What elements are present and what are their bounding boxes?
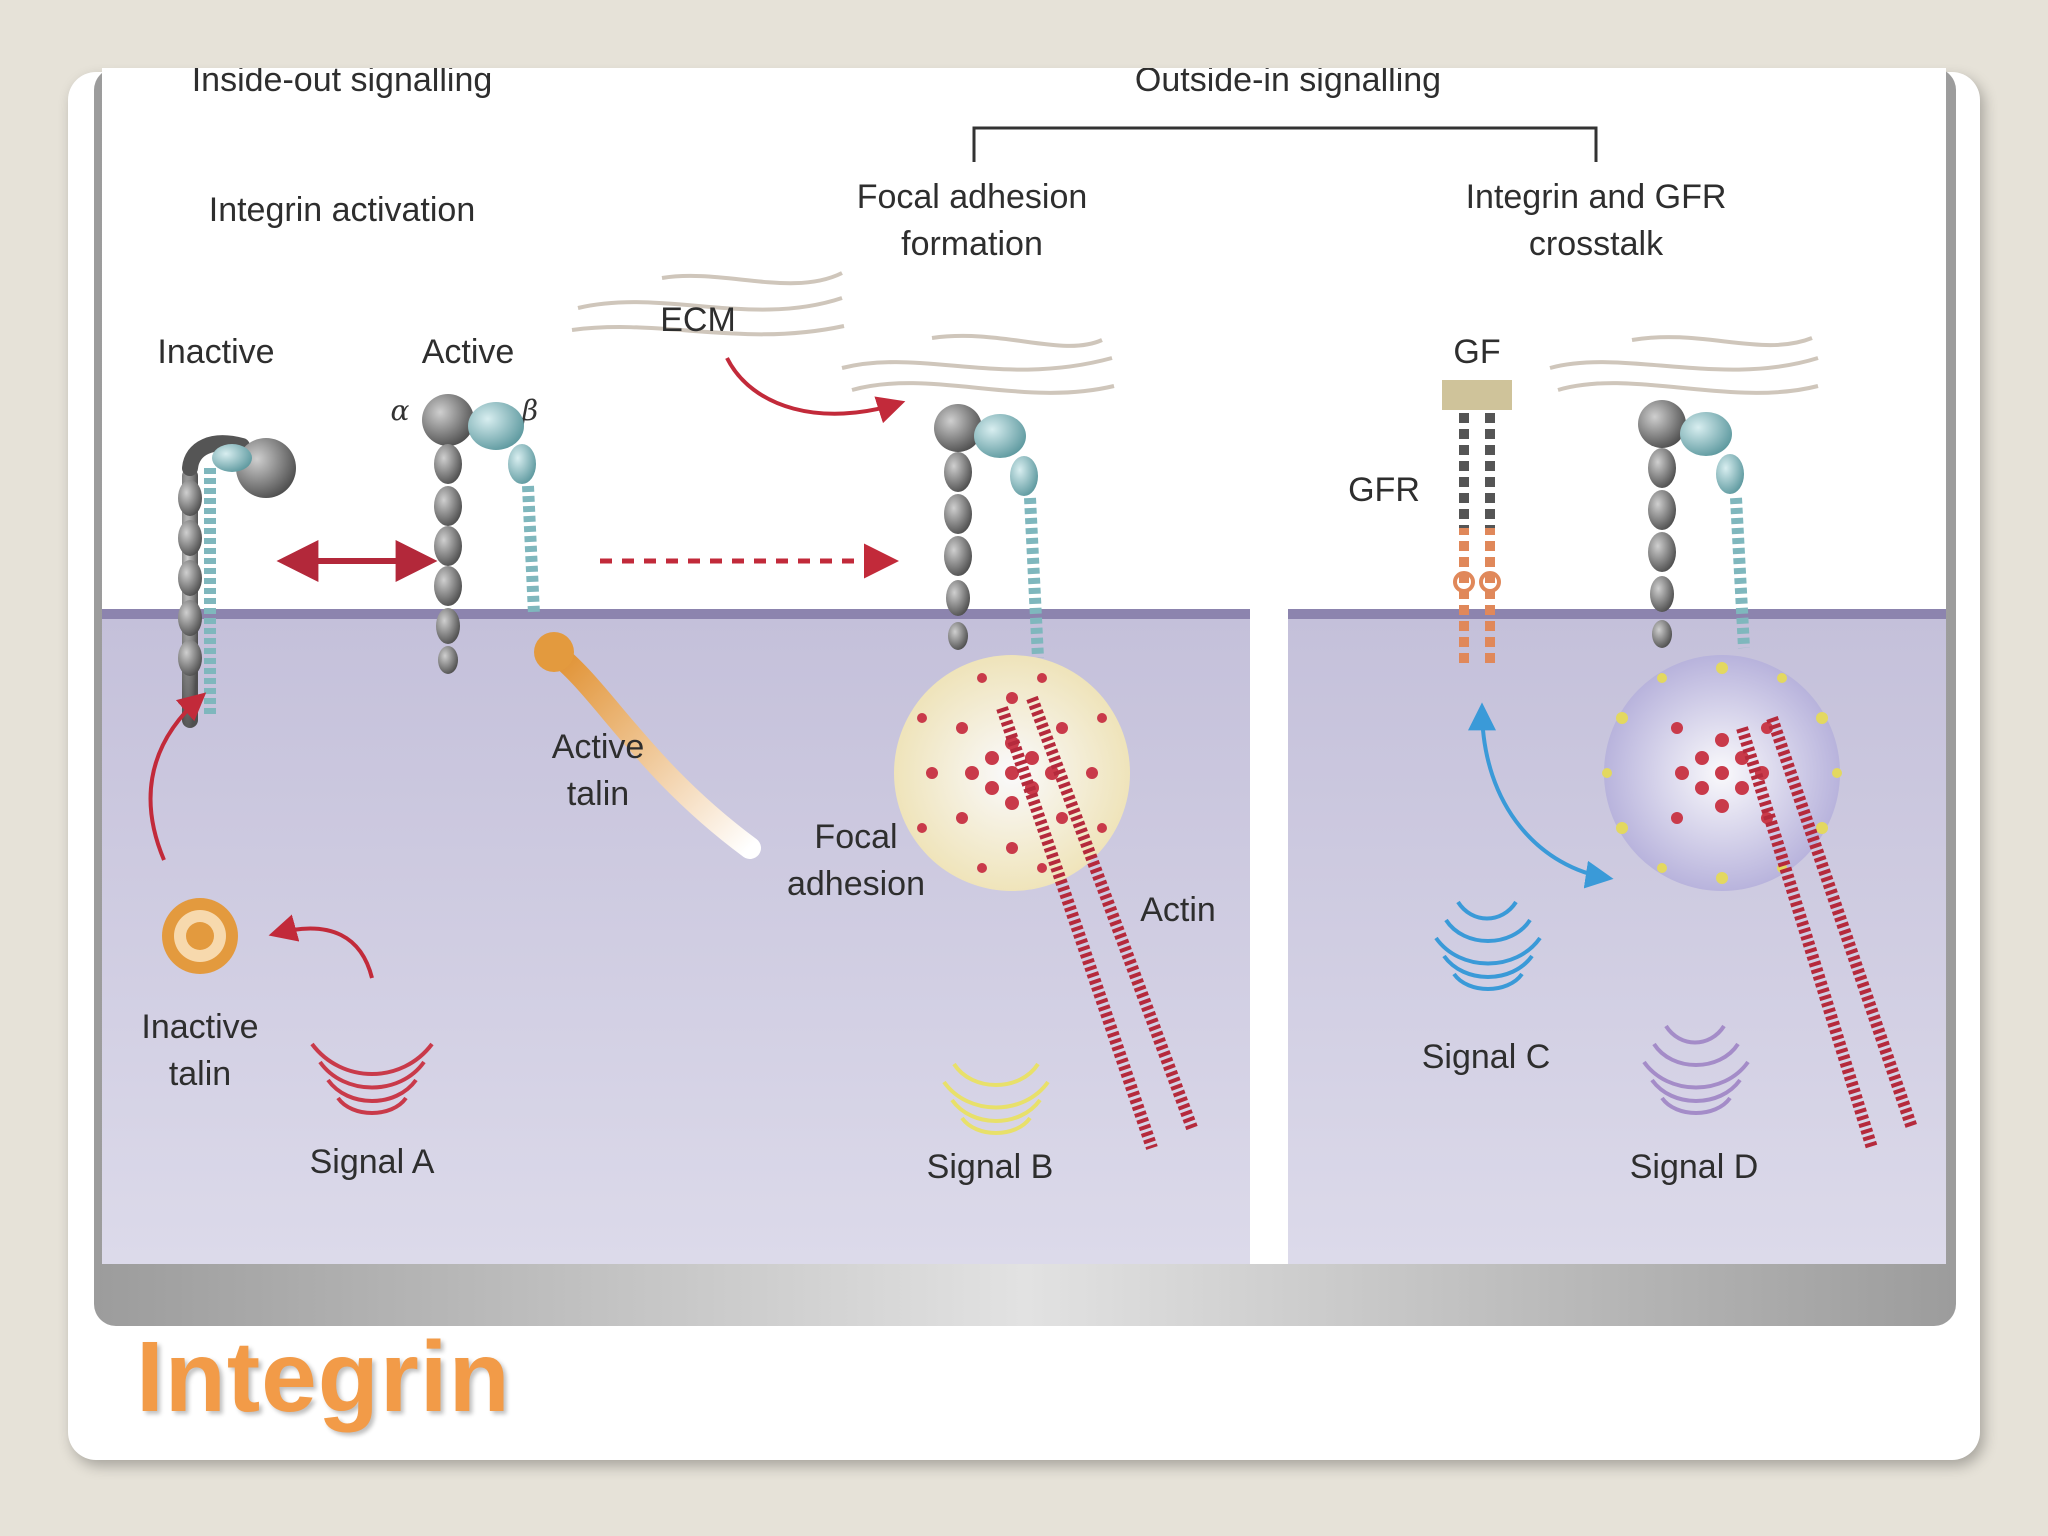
signal-d-waves — [1642, 1024, 1750, 1115]
actin-label: Actin — [1140, 891, 1216, 929]
signal-a-arrow — [268, 914, 374, 979]
crosstalk-adhesion-complex — [1602, 655, 1842, 891]
ecm-label: ECM — [660, 301, 736, 339]
focal-adhesion-integrin — [934, 404, 1044, 659]
ecm-fibers — [571, 271, 1819, 395]
membrane-right — [1288, 609, 1946, 619]
outside-in-heading: Outside-in signalling — [1135, 68, 1441, 99]
inactive-talin — [162, 898, 238, 974]
ecm-arrow — [725, 357, 906, 424]
gfr-label: GFR — [1348, 471, 1420, 509]
talin-activation-arrow — [148, 692, 207, 861]
membrane-left — [102, 609, 1250, 619]
inactive-label: Inactive — [157, 333, 274, 371]
signal-d-label: Signal D — [1630, 1148, 1759, 1186]
integrin-signalling-diagram: Inside-out signalling Outside-in signall… — [102, 68, 1946, 1264]
inactive-integrin — [178, 435, 296, 728]
crosstalk-integrin — [1638, 400, 1750, 649]
integrin-activation-heading: Integrin activation — [209, 191, 476, 229]
active-label: Active — [422, 333, 515, 371]
inside-out-heading: Inside-out signalling — [192, 68, 493, 99]
signal-c-label: Signal C — [1422, 1038, 1551, 1076]
beta-label: β — [521, 394, 538, 427]
focal-formation-heading-line1: Focal adhesion — [857, 178, 1088, 216]
focal-adhesion-complex — [894, 655, 1130, 891]
active-talin — [534, 632, 761, 859]
crosstalk-heading-line2: crosstalk — [1529, 225, 1664, 263]
actin-filaments-middle — [996, 695, 1198, 1150]
slide-title: Integrin — [136, 1321, 511, 1433]
outside-in-bracket — [972, 126, 1598, 162]
active-integrin — [422, 394, 540, 674]
alpha-label: α — [391, 394, 410, 427]
inactive-talin-label-line2: talin — [169, 1055, 231, 1093]
inactive-talin-label-line1: Inactive — [141, 1008, 258, 1046]
actin-filaments-right — [1736, 716, 1918, 1150]
active-talin-label-line2: talin — [567, 775, 629, 813]
focal-adhesion-label-line2: adhesion — [787, 865, 925, 903]
gfr-receptor — [1453, 413, 1501, 668]
signal-a-waves — [310, 1042, 434, 1115]
gf-label: GF — [1453, 333, 1500, 371]
signal-b-waves — [942, 1062, 1050, 1135]
focal-adhesion-label-line1: Focal — [814, 818, 897, 856]
growth-factor — [1442, 380, 1512, 410]
signal-c-arrow — [1468, 702, 1614, 889]
focal-formation-heading-line2: formation — [901, 225, 1043, 263]
signal-a-label: Signal A — [310, 1143, 435, 1181]
active-talin-label-line1: Active — [552, 728, 645, 766]
signal-c-waves — [1434, 900, 1542, 991]
crosstalk-heading-line1: Integrin and GFR — [1466, 178, 1727, 216]
signal-b-label: Signal B — [927, 1148, 1054, 1186]
